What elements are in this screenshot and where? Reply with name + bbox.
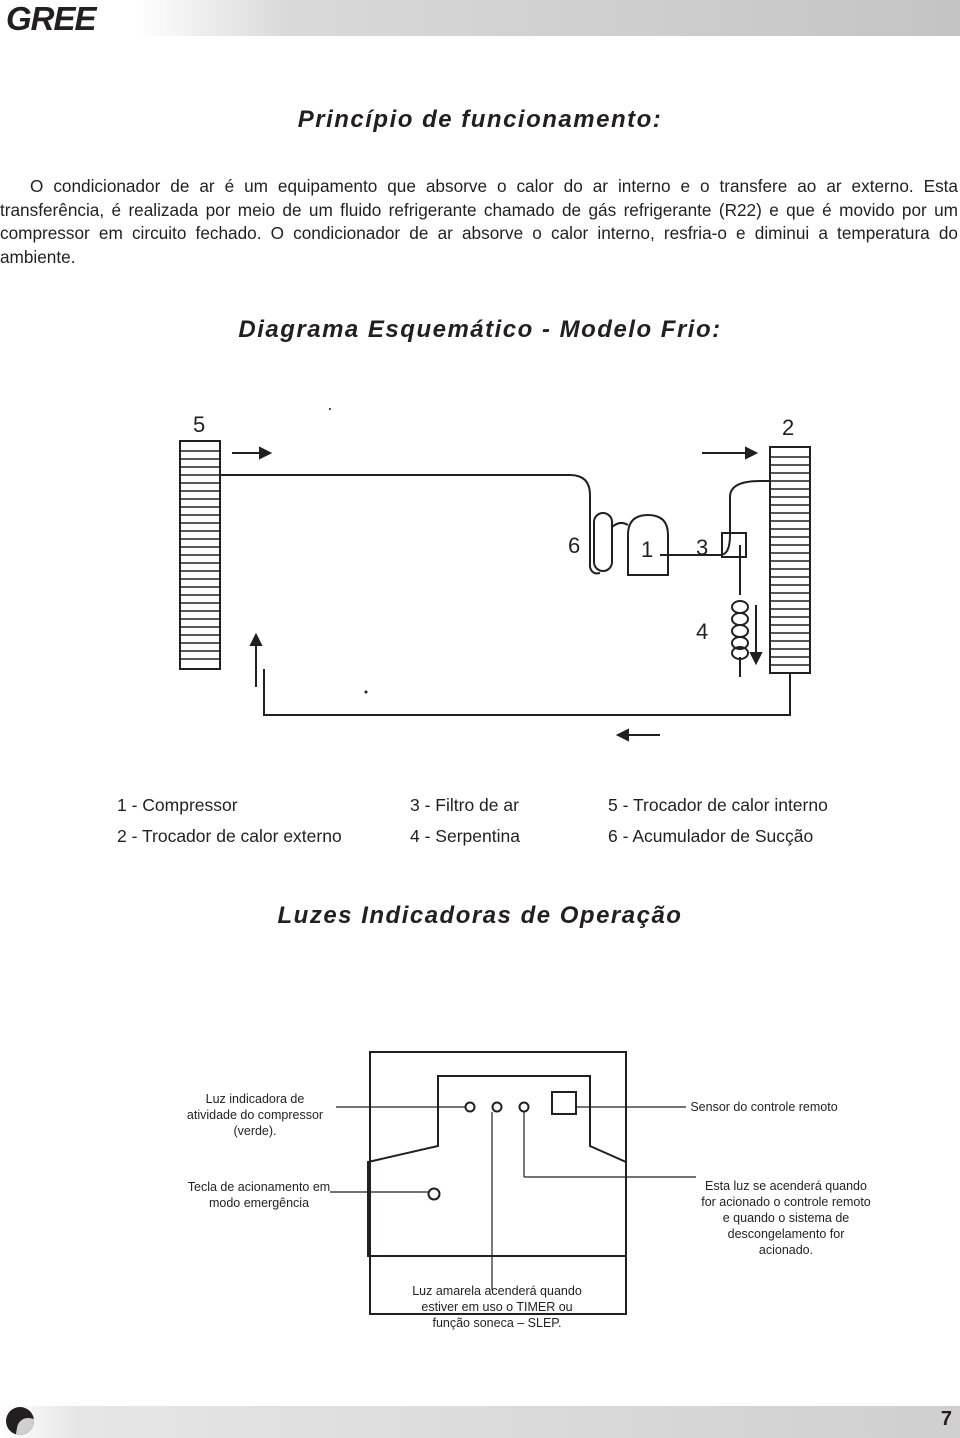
diagram-title: Diagrama Esquemático - Modelo Frio: (238, 316, 722, 343)
dot-mark (364, 690, 368, 694)
refrigerant-piping (220, 474, 791, 716)
lights-title: Luzes Indicadoras de Operação (277, 902, 683, 929)
compressor (627, 513, 669, 576)
legend-item: 5 - Trocador de calor interno (608, 795, 828, 815)
flow-arrows (232, 446, 763, 742)
label-5: 5 (193, 412, 205, 437)
coil (731, 600, 749, 660)
legend-item: 1 - Compressor (117, 795, 238, 815)
dot-mark (329, 408, 331, 410)
legend-item: 2 - Trocador de calor externo (117, 826, 342, 846)
callout-remote-sensor: Sensor do controle remoto (690, 1100, 838, 1114)
legend-item: 6 - Acumulador de Sucção (608, 826, 814, 846)
remote-sensor-window (551, 1091, 577, 1115)
principle-paragraph: O condicionador de ar é um equipamento q… (0, 175, 958, 269)
timer-led-icon (491, 1101, 503, 1113)
display-window (367, 1075, 627, 1257)
run-led-icon (518, 1101, 530, 1113)
refrigeration-schematic: 5 2 6 1 3 4 (179, 408, 811, 742)
panel-outline (369, 1051, 627, 1315)
suction-accumulator (593, 512, 613, 572)
air-filter (721, 532, 747, 558)
footer-bar (0, 1406, 960, 1438)
gree-logo: GREE (6, 0, 97, 37)
principle-paragraph-text: O condicionador de ar é um equipamento q… (0, 176, 958, 267)
label-3: 3 (696, 535, 708, 560)
page-number: 7 (940, 1408, 952, 1430)
label-4: 4 (696, 619, 708, 644)
label-6: 6 (568, 533, 580, 558)
callout-emergency-key: Tecla de acionamento em modo emergência (187, 1180, 331, 1210)
callout-compressor-light: Luz indicadora de atividade do compresso… (186, 1092, 324, 1138)
legend-item: 4 - Serpentina (410, 826, 520, 846)
callout-timer-light: Luz amarela acenderá quando estiver em u… (412, 1284, 582, 1330)
label-1: 1 (641, 537, 653, 562)
indicator-panel-diagram (330, 1051, 696, 1315)
principle-title: Princípio de funcionamento: (297, 106, 663, 133)
outdoor-heat-exchanger (769, 446, 811, 674)
legend-item: 3 - Filtro de ar (410, 795, 519, 815)
header-bar (0, 0, 960, 36)
gree-emblem-icon (6, 1407, 34, 1435)
emergency-key-icon (427, 1187, 441, 1201)
label-2: 2 (782, 415, 794, 440)
callout-remote-light: Esta luz se acenderá quando for acionado… (701, 1179, 871, 1257)
indoor-heat-exchanger (179, 440, 221, 670)
compressor-led-icon (464, 1101, 476, 1113)
